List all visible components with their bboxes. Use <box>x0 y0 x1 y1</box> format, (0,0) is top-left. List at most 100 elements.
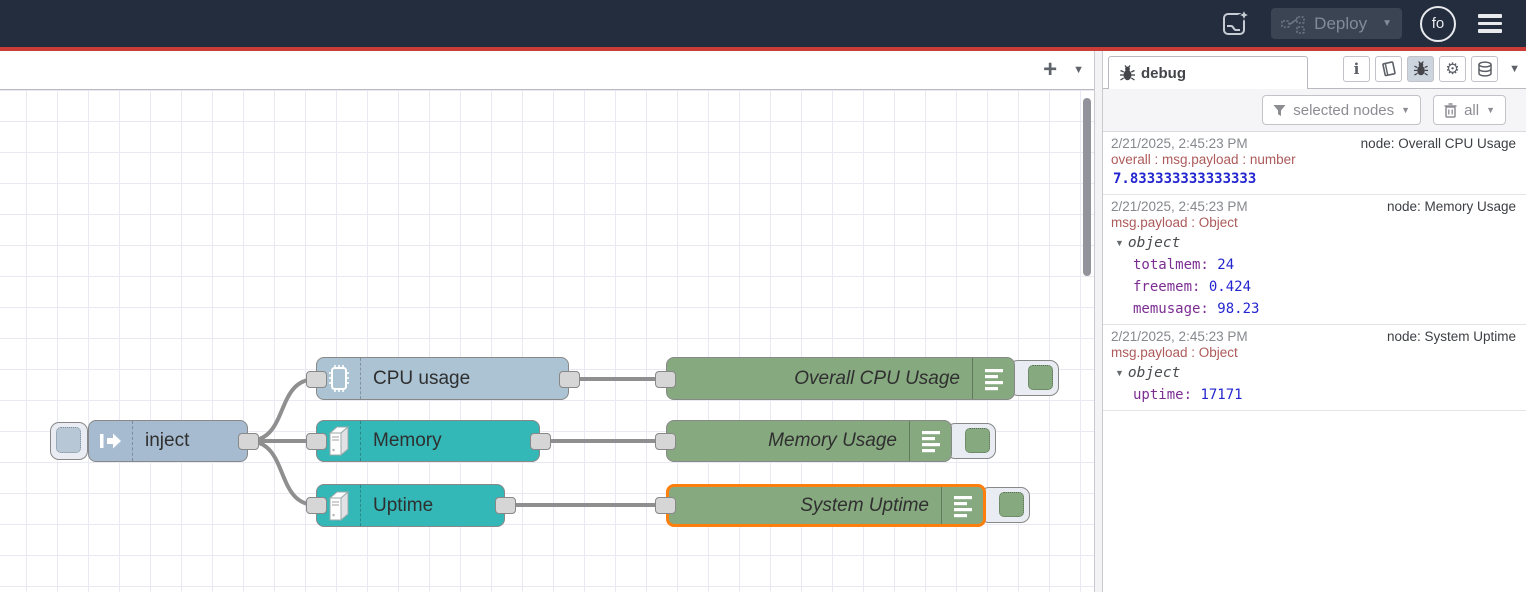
input-port[interactable] <box>655 371 676 388</box>
inject-trigger-button[interactable] <box>50 422 88 460</box>
field-key: freemem: <box>1133 279 1201 295</box>
trash-icon <box>1444 102 1457 118</box>
message-property: msg.payload : Object <box>1111 215 1238 230</box>
debug-message: 2/21/2025, 2:45:23 PM node: Memory Usage… <box>1103 195 1526 325</box>
config-tab-button[interactable]: ⚙ <box>1439 56 1466 82</box>
context-tab-button[interactable] <box>1471 56 1498 82</box>
deploy-icon <box>1281 14 1305 34</box>
field-value: 98.23 <box>1217 301 1260 317</box>
sidebar-resize-handle[interactable] <box>1094 51 1103 592</box>
output-port[interactable] <box>495 497 516 514</box>
node-memory[interactable]: Memory <box>316 420 540 462</box>
avatar-initials: fo <box>1431 15 1445 32</box>
help-tab-button[interactable] <box>1375 56 1402 82</box>
debug-toggle-button[interactable] <box>980 487 1030 523</box>
filter-selected-nodes-button[interactable]: selected nodes ▼ <box>1262 95 1422 125</box>
add-flow-button[interactable]: + <box>1043 56 1058 83</box>
node-cpu-usage[interactable]: CPU usage <box>316 357 569 400</box>
object-label: object <box>1127 365 1181 381</box>
deploy-button[interactable]: Deploy ▼ <box>1271 8 1402 39</box>
node-label: Memory Usage <box>768 430 897 451</box>
workspace: + ▼ inject <box>0 51 1094 592</box>
message-node-name: node: Memory Usage <box>1386 199 1516 214</box>
database-icon <box>1477 60 1493 78</box>
flow-canvas[interactable]: inject CPU usage <box>0 90 1094 592</box>
node-uptime[interactable]: Uptime <box>316 484 505 527</box>
debug-lines-icon <box>972 358 1014 399</box>
tab-debug[interactable]: debug <box>1108 56 1308 89</box>
debug-filter-toolbar: selected nodes ▼ all ▼ <box>1103 89 1526 132</box>
debug-toggle-button[interactable] <box>1009 360 1059 396</box>
info-icon: i <box>1353 60 1360 78</box>
message-value: 7.833333333333333 <box>1113 171 1257 187</box>
deploy-caret-icon[interactable]: ▼ <box>1382 18 1392 29</box>
node-debug-overall-cpu[interactable]: Overall CPU Usage <box>666 357 1015 400</box>
canvas-vertical-scrollbar[interactable] <box>1083 98 1091 276</box>
input-port[interactable] <box>306 433 327 450</box>
gear-icon: ⚙ <box>1445 61 1460 78</box>
caret-down-icon: ▼ <box>1115 368 1124 378</box>
message-timestamp: 2/21/2025, 2:45:23 PM <box>1111 199 1248 214</box>
deploy-label: Deploy <box>1314 13 1368 33</box>
sidebar-header: debug i <box>1103 51 1526 89</box>
object-label: object <box>1127 235 1181 251</box>
book-icon <box>1380 61 1397 77</box>
input-port[interactable] <box>655 433 676 450</box>
object-expander[interactable]: ▼ object <box>1111 235 1516 251</box>
message-timestamp: 2/21/2025, 2:45:23 PM <box>1111 136 1248 151</box>
field-value: 17171 <box>1200 387 1243 403</box>
output-port[interactable] <box>530 433 551 450</box>
field-value: 24 <box>1217 257 1235 273</box>
server-tower-icon <box>317 485 361 526</box>
object-field: uptime: 17171 <box>1111 387 1516 403</box>
field-key: memusage: <box>1133 301 1209 317</box>
debug-tab-label: debug <box>1141 64 1186 82</box>
inject-icon <box>89 421 133 461</box>
flow-tab-bar: + ▼ <box>0 51 1094 90</box>
debug-lines-icon <box>909 421 951 461</box>
node-debug-memory-usage[interactable]: Memory Usage <box>666 420 952 462</box>
caret-down-icon: ▼ <box>1115 238 1124 248</box>
field-key: totalmem: <box>1133 257 1209 273</box>
message-node-name: node: System Uptime <box>1386 329 1516 344</box>
node-inject[interactable]: inject <box>88 420 248 462</box>
debug-message: 2/21/2025, 2:45:23 PM node: System Uptim… <box>1103 325 1526 411</box>
message-property: msg.payload : Object <box>1111 345 1238 360</box>
node-label: Overall CPU Usage <box>794 367 960 389</box>
input-port[interactable] <box>306 371 327 388</box>
wire <box>246 439 318 507</box>
field-key: uptime: <box>1133 387 1193 403</box>
input-port[interactable] <box>655 497 676 514</box>
info-tab-button[interactable]: i <box>1343 56 1370 82</box>
filter-button-label: selected nodes <box>1293 101 1395 119</box>
object-field: memusage: 98.23 <box>1111 301 1516 317</box>
field-value: 0.424 <box>1208 279 1252 295</box>
message-timestamp: 2/21/2025, 2:45:23 PM <box>1111 329 1248 344</box>
output-port[interactable] <box>238 433 259 450</box>
node-label: Uptime <box>373 494 434 516</box>
cpu-chip-icon <box>317 358 361 399</box>
clear-all-button[interactable]: all ▼ <box>1433 95 1506 125</box>
debug-sidebar: debug i <box>1103 51 1526 592</box>
node-label: System Uptime <box>800 494 929 516</box>
sidebar-menu-caret-icon[interactable]: ▼ <box>1509 63 1520 75</box>
node-debug-system-uptime[interactable]: System Uptime <box>666 484 986 527</box>
debug-message-list[interactable]: 2/21/2025, 2:45:23 PM node: Overall CPU … <box>1103 132 1526 411</box>
output-port[interactable] <box>559 371 580 388</box>
object-expander[interactable]: ▼ object <box>1111 365 1516 381</box>
flow-assistant-icon[interactable] <box>1219 7 1253 41</box>
object-field: freemem: 0.424 <box>1111 279 1516 295</box>
bug-icon <box>1119 64 1136 82</box>
main-menu-icon[interactable] <box>1474 10 1506 37</box>
flow-list-caret-icon[interactable]: ▼ <box>1073 64 1084 76</box>
node-label: CPU usage <box>373 367 471 389</box>
debug-lines-icon <box>941 487 983 524</box>
debug-message: 2/21/2025, 2:45:23 PM node: Overall CPU … <box>1103 132 1526 195</box>
wire <box>246 377 318 443</box>
input-port[interactable] <box>306 497 327 514</box>
object-field: totalmem: 24 <box>1111 257 1516 273</box>
user-avatar[interactable]: fo <box>1420 5 1456 42</box>
debug-tab-button[interactable] <box>1407 56 1434 82</box>
clear-button-label: all <box>1464 101 1480 119</box>
debug-toggle-button[interactable] <box>946 423 996 459</box>
